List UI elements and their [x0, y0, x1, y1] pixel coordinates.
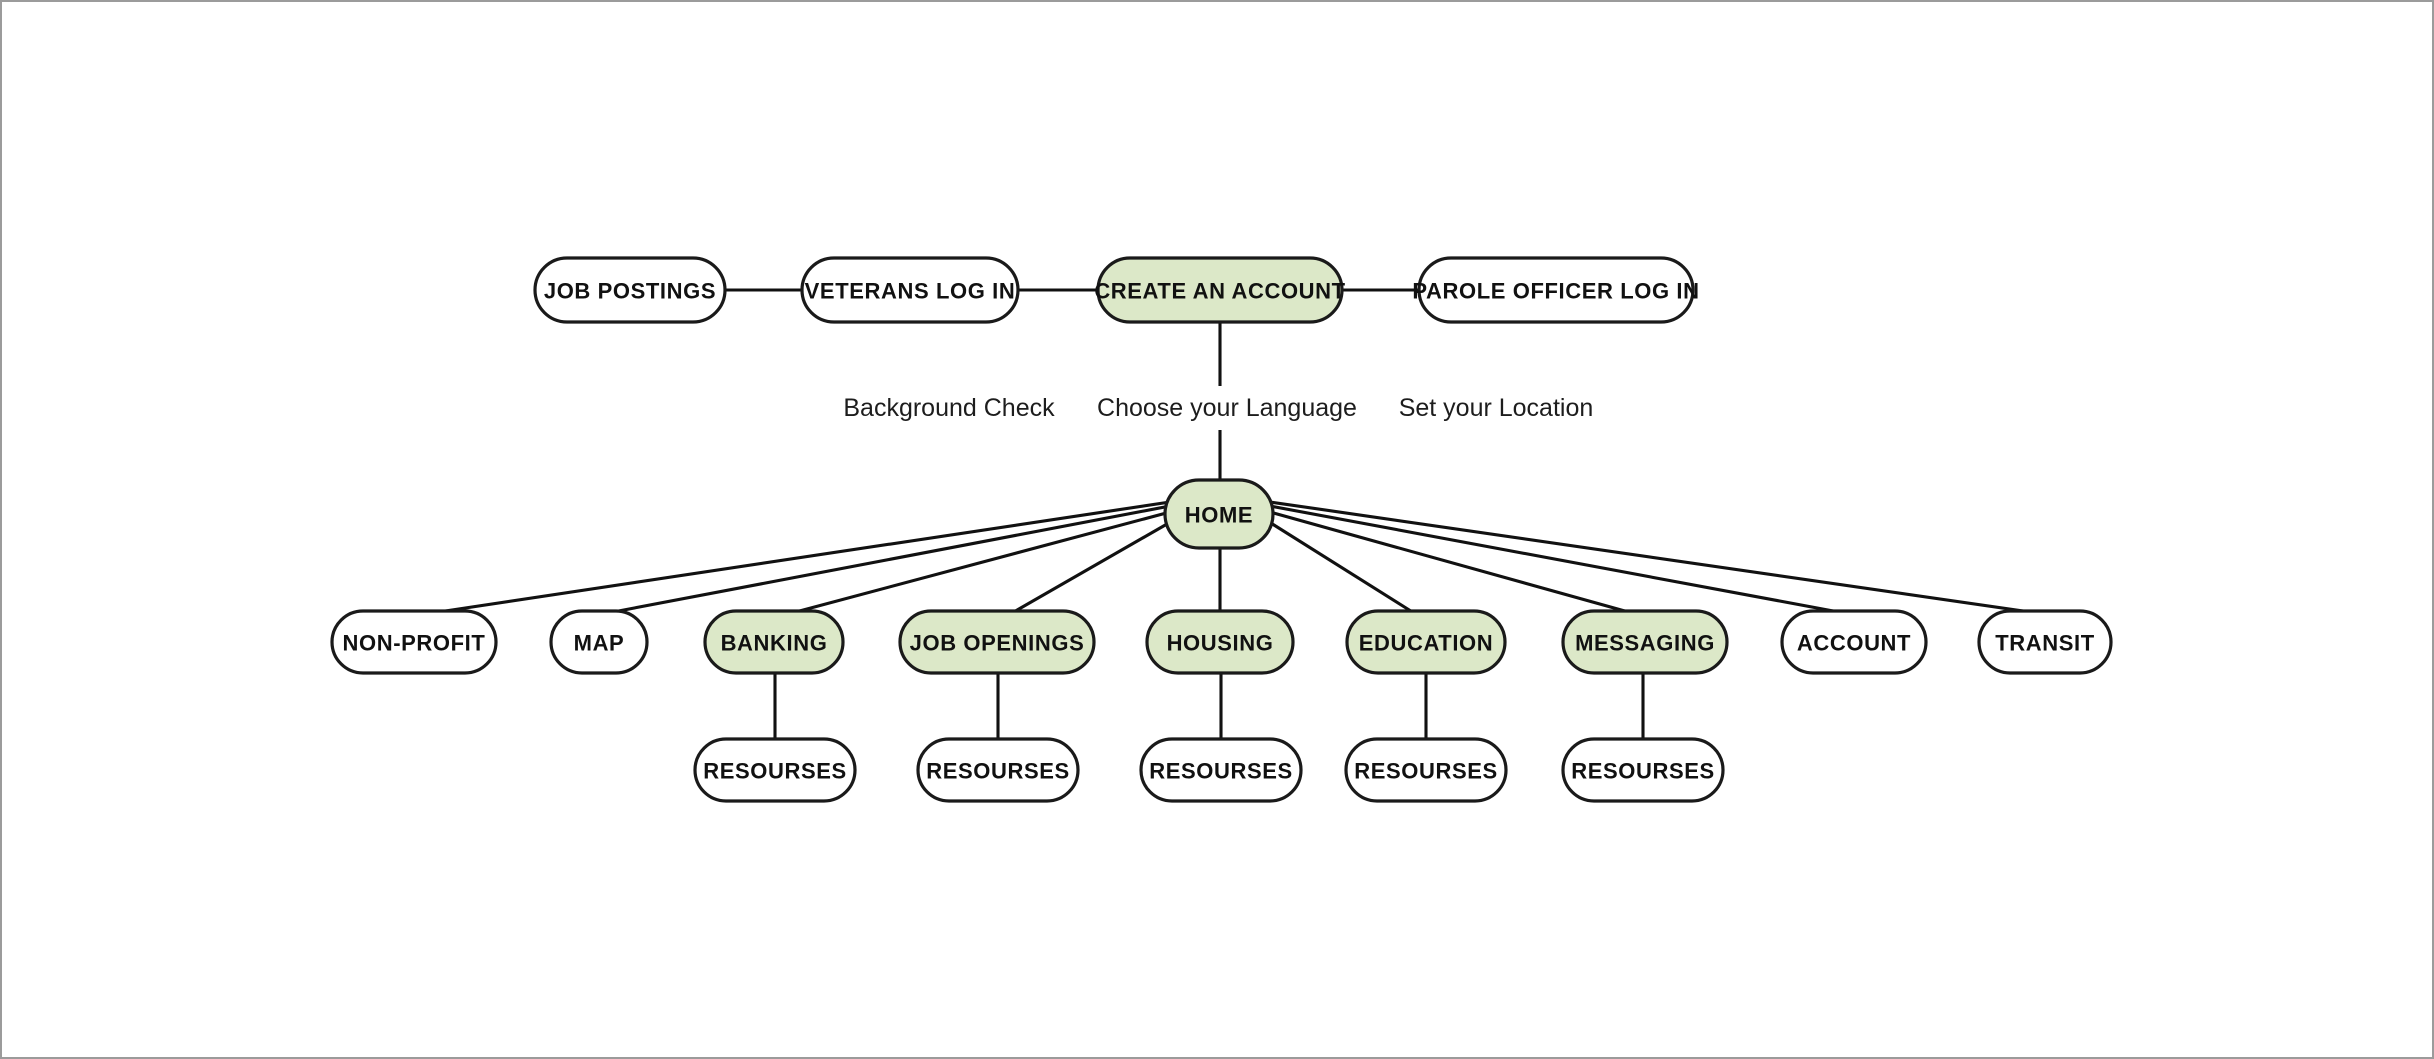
- node-veterans-log-in[interactable]: VETERANS LOG IN: [800, 256, 1020, 324]
- node-non-profit[interactable]: NON-PROFIT: [330, 609, 498, 675]
- node-shape-education: [1345, 609, 1507, 675]
- node-messaging[interactable]: MESSAGING: [1561, 609, 1729, 675]
- edge-home-transit: [1269, 500, 2038, 615]
- node-shape-messaging: [1561, 609, 1729, 675]
- node-parole-officer[interactable]: PAROLE OFFICER LOG IN: [1412, 256, 1699, 324]
- node-home[interactable]: HOME: [1163, 478, 1275, 550]
- edge-home-messaging: [1269, 510, 1633, 615]
- node-shape-create-an-account: [1096, 256, 1344, 324]
- node-shape-resourses-education: [1344, 737, 1508, 803]
- node-transit[interactable]: TRANSIT: [1977, 609, 2113, 675]
- node-job-postings[interactable]: JOB POSTINGS: [533, 256, 727, 324]
- node-resourses-banking[interactable]: RESOURSES: [693, 737, 857, 803]
- node-account[interactable]: ACCOUNT: [1780, 609, 1928, 675]
- node-shape-home: [1163, 478, 1275, 550]
- node-resourses-housing[interactable]: RESOURSES: [1139, 737, 1303, 803]
- node-shape-housing: [1145, 609, 1295, 675]
- node-shape-veterans-log-in: [800, 256, 1020, 324]
- node-banking[interactable]: BANKING: [703, 609, 845, 675]
- edge-home-nonprofit: [431, 500, 1171, 615]
- flow-labels-layer: Background Check Choose your Language Set …: [843, 394, 1593, 422]
- node-shape-resourses-messaging: [1561, 737, 1725, 803]
- edge-home-banking: [791, 510, 1171, 615]
- node-create-an-account[interactable]: CREATE AN ACCOUNT: [1094, 256, 1345, 324]
- node-shape-resourses-housing: [1139, 737, 1303, 803]
- flow-label-set-your-location: Set your Location: [1399, 394, 1594, 422]
- node-housing[interactable]: HOUSING: [1145, 609, 1295, 675]
- node-shape-resourses-banking: [693, 737, 857, 803]
- edge-home-jobopenings: [1011, 518, 1175, 615]
- edges-layer: [431, 288, 2038, 739]
- node-shape-map: [549, 609, 649, 675]
- node-shape-banking: [703, 609, 845, 675]
- edge-home-account: [1269, 504, 1845, 615]
- edge-home-education: [1265, 518, 1415, 615]
- node-education[interactable]: EDUCATION: [1345, 609, 1507, 675]
- node-shape-resourses-jobs: [916, 737, 1080, 803]
- node-shape-parole-officer: [1417, 256, 1695, 324]
- node-shape-non-profit: [330, 609, 498, 675]
- node-job-openings[interactable]: JOB OPENINGS: [898, 609, 1096, 675]
- flow-label-background-check: Background Check: [843, 394, 1055, 422]
- node-resourses-messaging[interactable]: RESOURSES: [1561, 737, 1725, 803]
- flow-label-choose-your-language: Choose your Language: [1097, 394, 1357, 422]
- node-map[interactable]: MAP: [549, 609, 649, 675]
- node-shape-job-openings: [898, 609, 1096, 675]
- node-shape-account: [1780, 609, 1928, 675]
- node-resourses-education[interactable]: RESOURSES: [1344, 737, 1508, 803]
- edge-home-map: [607, 504, 1171, 615]
- node-shape-transit: [1977, 609, 2113, 675]
- node-shape-job-postings: [533, 256, 727, 324]
- node-resourses-jobs[interactable]: RESOURSES: [916, 737, 1080, 803]
